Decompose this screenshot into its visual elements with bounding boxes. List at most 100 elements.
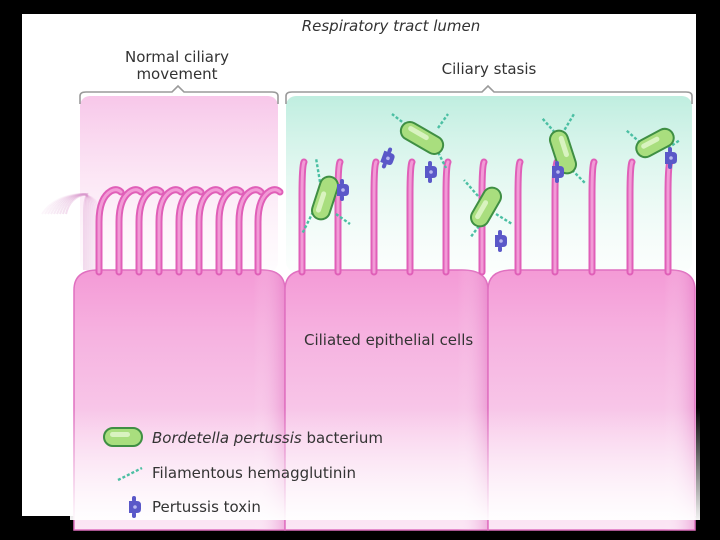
- toxin-spot: [499, 239, 503, 243]
- legend-item-hemagglutinin: Filamentous hemagglutinin: [117, 464, 356, 482]
- legend: Bordetella pertussis bacterium Filamento…: [103, 427, 383, 518]
- legend-item-bacterium: Bordetella pertussis bacterium: [103, 427, 383, 447]
- cilium-highlight: [590, 160, 596, 274]
- stasis-label: Ciliary stasis: [442, 60, 537, 78]
- hemagglutinin-filaments: [300, 113, 681, 239]
- toxin-arm: [132, 512, 136, 518]
- toxin-arm: [498, 230, 502, 236]
- pertussis-toxin: [337, 179, 349, 201]
- hemagglutinin-filament: [391, 113, 411, 129]
- hemagglutinin-filament: [434, 147, 448, 169]
- bacterium-highlight: [315, 191, 327, 213]
- bacterium: [548, 129, 578, 175]
- toxin-spot: [556, 170, 560, 174]
- cilium-highlight: [237, 188, 263, 274]
- legend-bacterium-label: Bordetella pertussis bacterium: [152, 429, 383, 447]
- toxin-arm: [340, 195, 344, 201]
- hemagglutinin-filament: [314, 157, 322, 183]
- motion-trail: [47, 192, 97, 270]
- bacterium: [399, 121, 445, 155]
- pertussis-toxin: [129, 496, 141, 518]
- pertussis-toxins: [337, 147, 677, 252]
- cilium-highlight: [177, 188, 203, 274]
- bacterium: [470, 186, 502, 228]
- rod-bacterium-icon: [103, 427, 143, 447]
- toxin-spot: [429, 170, 433, 174]
- toxin-arm: [555, 177, 559, 183]
- cells-label: Ciliated epithelial cells: [304, 331, 473, 349]
- hemagglutinin-filament: [541, 117, 559, 137]
- motion-trail: [59, 192, 89, 270]
- cell-fade: [70, 270, 700, 520]
- bacterium: [310, 175, 340, 221]
- hemagglutinin-filament: [625, 129, 645, 147]
- cilium-highlight: [628, 160, 634, 274]
- cilium-highlight: [197, 188, 223, 274]
- toxin-arm: [428, 177, 432, 183]
- bacterium: [635, 127, 675, 159]
- toxin-arm: [340, 179, 344, 185]
- hemagglutinin-filament: [571, 169, 587, 185]
- legend-item-toxin: Pertussis toxin: [129, 496, 261, 518]
- hemagglutinin-filament: [463, 179, 479, 197]
- normal-movement-label-line2: movement: [136, 65, 217, 83]
- motion-trail: [62, 192, 89, 270]
- filament-icon-line: [117, 466, 143, 482]
- stasis-bracket: [285, 84, 693, 104]
- filament-icon: [117, 466, 143, 482]
- toxin-arm: [668, 147, 672, 153]
- toxin-arm: [555, 161, 559, 167]
- cilium-highlight: [157, 188, 183, 274]
- hemagglutinin-filament: [437, 113, 449, 129]
- normal-movement-label-line1: Normal ciliary: [125, 48, 229, 66]
- cilium-highlight: [408, 160, 414, 274]
- bacteria: [310, 121, 675, 228]
- legend-toxin-label: Pertussis toxin: [152, 498, 261, 516]
- hemagglutinin-filament: [469, 221, 483, 239]
- pertussis-toxin: [665, 147, 677, 169]
- toxin-arm: [498, 246, 502, 252]
- hemagglutinin-filament: [495, 212, 513, 226]
- cilium-highlight: [516, 160, 522, 274]
- bacterium-highlight: [641, 136, 660, 149]
- cilium-highlight: [256, 188, 282, 274]
- normal-bracket: [79, 84, 279, 104]
- cilium-highlight: [137, 188, 163, 274]
- toxin-arm: [668, 163, 672, 169]
- cilium-highlight: [97, 188, 123, 274]
- hemagglutinin-filament: [560, 113, 576, 135]
- toxin-spot: [386, 156, 390, 161]
- epithelial-cells: [70, 269, 700, 531]
- hemagglutinin-filament: [667, 139, 681, 149]
- motion-trail: [53, 192, 93, 270]
- toxin-arm: [387, 147, 393, 154]
- toxin-spot: [133, 505, 137, 509]
- motion-trail: [65, 193, 89, 270]
- motion-trail: [56, 192, 91, 270]
- hemagglutinin-filament: [335, 213, 351, 225]
- motion-trail: [50, 192, 95, 270]
- legend-bacterium-italic: Bordetella pertussis: [152, 429, 302, 447]
- bacterium-highlight: [408, 126, 429, 141]
- toxin-arm: [132, 496, 136, 502]
- pertussis-toxin: [495, 230, 507, 252]
- cilium-highlight: [217, 188, 243, 274]
- toxin-arm: [381, 162, 387, 169]
- normal-cilia: [95, 186, 284, 276]
- cilium-highlight: [444, 160, 450, 274]
- pertussis-toxin: [425, 161, 437, 183]
- toxin-spot: [341, 188, 345, 192]
- lumen-label: Respiratory tract lumen: [302, 17, 481, 35]
- toxin-molecule-icon: [129, 496, 141, 518]
- hemagglutinin-filament: [300, 211, 315, 235]
- cilium-highlight: [372, 160, 378, 274]
- cilium-highlight: [117, 188, 143, 274]
- bacterium-highlight: [558, 135, 569, 158]
- bacterium-highlight: [475, 200, 489, 220]
- legend-bacterium-rest: bacterium: [302, 429, 383, 447]
- normal-zone: [80, 96, 278, 272]
- pertussis-toxin: [380, 147, 395, 169]
- legend-hemagglutinin-label: Filamentous hemagglutinin: [152, 464, 356, 482]
- toxin-arm: [428, 161, 432, 167]
